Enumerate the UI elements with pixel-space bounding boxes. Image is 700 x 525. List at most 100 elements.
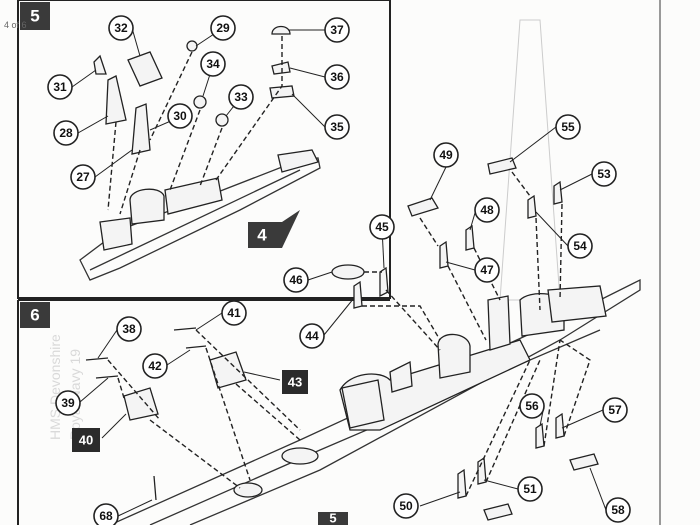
part-28-mast [105,75,127,125]
svg-text:31: 31 [53,80,67,94]
svg-text:45: 45 [375,220,389,234]
step-6-parts [85,157,599,521]
step-6-hull [109,278,641,525]
callout-30: 30 [167,103,193,129]
part-31-bracket [93,54,107,75]
part-58-boat [569,453,599,471]
part-49-boat [407,197,439,217]
svg-text:38: 38 [122,322,136,336]
callout-28: 28 [53,120,79,146]
svg-text:40: 40 [79,433,93,448]
svg-text:56: 56 [525,399,539,413]
show-through-artwork: HMS Devonshire Royal Navy 19 [47,19,561,440]
svg-text:44: 44 [305,329,319,343]
callout-68: 68 [93,503,119,525]
step-6-label: 6 [20,302,50,328]
callout-39: 39 [55,390,81,416]
part-36 [271,61,291,75]
callout-44: 44 [299,323,325,349]
callout-51: 51 [517,476,543,502]
svg-text:41: 41 [227,306,241,320]
svg-text:37: 37 [330,23,344,37]
step-4-reference-label: 4 [248,210,300,248]
callout-57: 57 [602,397,628,423]
leader-lines [71,27,607,517]
callout-42: 42 [142,353,168,379]
svg-text:35: 35 [330,120,344,134]
callout-33: 33 [228,84,254,110]
part-54-davit [527,194,537,219]
svg-text:27: 27 [76,170,90,184]
callout-29: 29 [210,15,236,41]
step-5-parts [93,25,295,215]
callout-41: 41 [221,300,247,326]
svg-text:34: 34 [206,57,220,71]
callout-54: 54 [567,233,593,259]
step-5-label: 5 [20,2,50,30]
callout-43-boxed: 43 [282,370,308,394]
svg-text:46: 46 [289,273,303,287]
callout-45: 45 [369,214,395,240]
callout-34: 34 [200,51,226,77]
part-35 [269,85,295,99]
part-33 [215,113,229,127]
part-56-davit [535,422,545,449]
part-55-boat [487,157,517,175]
callout-53: 53 [591,161,617,187]
mirrored-title: HMS Devonshire [47,334,63,440]
callout-58: 58 [605,497,631,523]
part-50-davit [457,468,467,499]
callout-40-boxed: 40 [72,428,100,452]
callout-55: 55 [555,114,581,140]
part-57-davit [555,412,565,439]
part-37 [271,25,291,35]
callout-36: 36 [324,64,350,90]
svg-text:43: 43 [288,375,302,390]
part-42 [185,345,207,349]
part-50-boat [483,503,513,521]
callout-50: 50 [393,493,419,519]
part-47-davit [439,240,449,269]
svg-text:57: 57 [608,403,622,417]
svg-text:5: 5 [329,511,336,525]
part-44-davit [353,280,363,309]
callout-48: 48 [474,197,500,223]
svg-text:51: 51 [523,482,537,496]
svg-text:53: 53 [597,167,611,181]
callout-32: 32 [108,15,134,41]
callout-35: 35 [324,114,350,140]
svg-text:29: 29 [216,21,230,35]
callout-47: 47 [474,257,500,283]
step-5-reference-label: 5 [318,511,348,525]
page-indicator: 4 of 6 [4,20,27,30]
part-29 [186,40,198,52]
callouts: 32 29 37 31 34 36 33 28 30 35 27 55 49 5… [47,15,631,525]
callout-49: 49 [433,142,459,168]
callout-56: 56 [519,393,545,419]
svg-text:28: 28 [59,126,73,140]
part-34 [193,95,207,109]
svg-text:33: 33 [234,90,248,104]
part-38 [85,357,109,361]
svg-text:58: 58 [611,503,625,517]
part-53-davit [553,180,563,205]
part-43-director [209,351,247,389]
callout-38: 38 [116,316,142,342]
svg-text:49: 49 [439,148,453,162]
part-39 [95,375,119,379]
part-68 [153,475,157,501]
svg-text:4: 4 [257,226,267,245]
svg-text:54: 54 [573,239,587,253]
svg-text:30: 30 [173,109,187,123]
svg-text:48: 48 [480,203,494,217]
step-5-panel [17,0,391,299]
svg-text:5: 5 [30,7,39,26]
svg-text:68: 68 [99,509,113,523]
part-27-mast [131,103,151,155]
part-32-ladder [127,51,163,87]
svg-text:42: 42 [148,359,162,373]
callout-37: 37 [324,17,350,43]
part-40-director [123,387,159,421]
